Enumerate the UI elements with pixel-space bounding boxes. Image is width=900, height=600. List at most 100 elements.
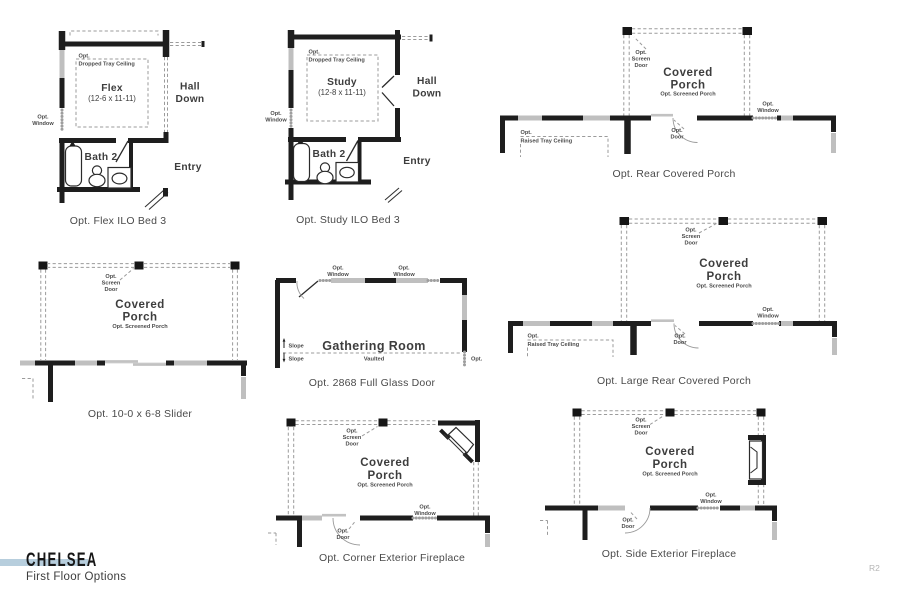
gd-opt-window1-label1: Opt. (332, 266, 344, 272)
flex-opt-window-label: Opt. (37, 115, 49, 121)
large-porch-walls (508, 319, 837, 357)
gd-opt-small-label: Opt. (471, 357, 483, 363)
side-fireplace (748, 435, 766, 485)
study-tray-label: Dropped Tray Ceiling (309, 58, 366, 64)
cf-screen-door-label2: Screen (343, 435, 362, 441)
sink (111, 172, 128, 185)
sf-screen-door-label1: Opt. (635, 418, 647, 424)
corner-fireplace (438, 420, 480, 464)
porch-post (38, 261, 48, 270)
study-bath-fixtures (292, 138, 360, 185)
plan-corner-fireplace-drawing: Opt. Screen Door Covered Porch Opt. Scre… (268, 418, 490, 547)
plan-flex-drawing: Opt. Window Opt. Dropped Tray Ceiling Fl… (32, 30, 205, 210)
tub-faucet-icon (69, 140, 76, 146)
sf-opt-window-label1: Opt. (705, 493, 717, 499)
gathering-walls (275, 278, 467, 368)
sf-covered-label: Covered (645, 446, 695, 458)
study-room-label: Study (327, 77, 357, 88)
rp-screen-door-label2: Screen (632, 57, 651, 63)
study-tray-opt-label: Opt. (309, 50, 321, 56)
sf-porch-label: Porch (652, 459, 687, 471)
cf-opt-window-label2: Window (414, 511, 436, 517)
plan-rear-porch-drawing: Opt. Screen Door Covered Porch Opt. Scre… (500, 27, 836, 157)
caption-rear-porch: Opt. Rear Covered Porch (612, 168, 736, 180)
lp-screen-door-label2: Screen (682, 234, 701, 240)
sf-opt-door-label1: Opt. (622, 518, 634, 524)
caption-large-porch: Opt. Large Rear Covered Porch (596, 375, 752, 387)
flex-down-label: Down (176, 94, 205, 105)
sheet-subtitle: First Floor Options (26, 571, 127, 583)
porch-screen-boundary (622, 27, 752, 116)
cf-screened-label: Opt. Screened Porch (357, 483, 413, 489)
porch-post (742, 27, 752, 35)
flex-bath-fixtures (64, 140, 132, 189)
porch-post (817, 217, 827, 225)
plan-slider-drawing: Opt. Screen Door Covered Porch Opt. Scre… (20, 261, 247, 402)
porch-post (665, 408, 675, 417)
flex-entry-label: Entry (174, 162, 202, 173)
vaulted-label: Vaulted (364, 357, 385, 363)
sf-opt-door-label2: Door (621, 524, 635, 530)
porch-post (286, 418, 296, 427)
sf-screen-door-label2: Screen (632, 424, 651, 430)
lp-opt-window-label1: Opt. (762, 307, 774, 313)
slider-walls (20, 360, 247, 402)
revision-label: R2 (869, 563, 880, 573)
gd-opt-window2-label2: Window (393, 272, 415, 278)
cf-screen-door-label1: Opt. (346, 429, 358, 435)
bathtub (292, 142, 311, 183)
slider-screen-door-label2: Screen (102, 281, 121, 287)
cf-opt-door-label2: Door (336, 535, 350, 541)
study-down-label: Down (413, 89, 442, 100)
flex-opt-window-label2: Window (32, 121, 54, 127)
bathtub (64, 145, 83, 187)
corner-fireplace-walls (268, 513, 490, 547)
lp-covered-label: Covered (699, 258, 749, 270)
sf-opt-window-label2: Window (700, 499, 722, 505)
porch-screen-boundary (619, 217, 827, 321)
flex-dims-label: (12-6 x 11-11) (88, 94, 136, 103)
study-hall-label: Hall (417, 76, 437, 87)
slope-arrows (282, 338, 286, 363)
lp-tray-opt-label: Opt. (528, 334, 540, 340)
porch-post (572, 408, 582, 417)
rp-screen-door-label3: Door (634, 63, 648, 69)
porch-screen-boundary (286, 418, 479, 516)
rp-opt-door-label2: Door (670, 135, 684, 141)
slider-screen-door-label1: Opt. (105, 274, 117, 280)
gathering-room-label: Gathering Room (322, 339, 426, 353)
rp-opt-window-label2: Window (757, 108, 779, 114)
rp-screened-label: Opt. Screened Porch (660, 92, 716, 98)
porch-post (622, 27, 632, 35)
porch-screen-boundary (38, 261, 240, 360)
caption-glass-door: Opt. 2868 Full Glass Door (308, 377, 436, 389)
flex-walls (57, 30, 170, 210)
flex-dashed-lines (69, 30, 205, 132)
cf-screen-door-label3: Door (345, 442, 359, 448)
rp-tray-label: Raised Tray Ceiling (521, 139, 573, 145)
rp-covered-label: Covered (663, 67, 713, 79)
study-bath-label: Bath 2 (313, 149, 346, 160)
study-dims-label: (12-8 x 11-11) (318, 88, 366, 97)
porch-post (378, 418, 388, 427)
study-opt-window-label: Opt. (270, 111, 282, 117)
lp-opt-door-label2: Door (673, 340, 687, 346)
side-fireplace-walls (540, 505, 777, 540)
study-opt-window-label2: Window (265, 118, 287, 124)
lp-opt-window-label2: Window (757, 314, 779, 320)
cf-porch-label: Porch (367, 470, 402, 482)
plan-study-drawing: Opt. Dropped Tray Ceiling Study (12-8 x … (265, 30, 442, 203)
flex-bath-label: Bath 2 (85, 152, 118, 163)
slider-porch-label: Porch (122, 312, 157, 324)
lp-screen-door-label3: Door (684, 241, 698, 247)
flex-tray-opt-label: Opt. (79, 54, 91, 60)
flex-tray-label: Dropped Tray Ceiling (79, 62, 136, 68)
cf-covered-label: Covered (360, 457, 410, 469)
porch-post (134, 261, 144, 270)
rp-tray-opt-label: Opt. (521, 130, 533, 136)
lp-screen-door-label1: Opt. (685, 228, 697, 234)
caption-flex: Opt. Flex ILO Bed 3 (69, 215, 167, 227)
slope-label-2: Slope (289, 357, 304, 363)
caption-slider: Opt. 10-0 x 6-8 Slider (87, 408, 193, 420)
